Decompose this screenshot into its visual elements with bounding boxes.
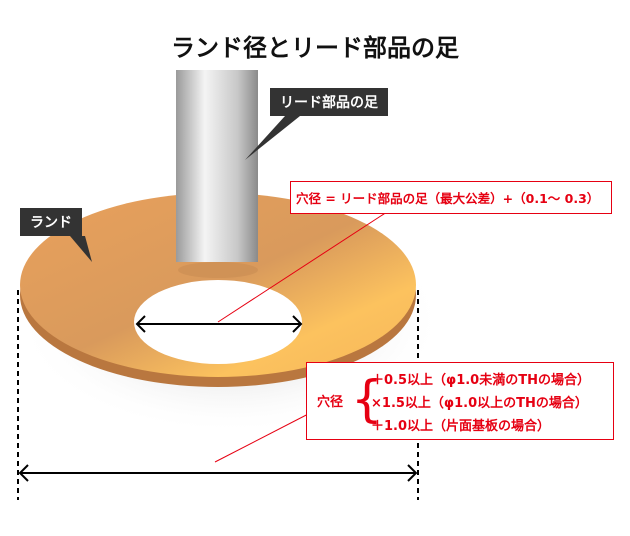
land-label-pointer	[70, 236, 92, 262]
lead-label-pointer	[245, 116, 300, 160]
brace: {	[351, 370, 383, 428]
hole-formula-box: 穴径 = リード部品の足（最大公差）+（0.1〜 0.3）	[290, 181, 612, 214]
hole-rules-box: 穴径 { ＋0.5以上（φ1.0未満のTHの場合） ×1.5以上（φ1.0以上の…	[306, 362, 614, 440]
land-label: ランド	[20, 208, 82, 236]
hole-leader-line	[217, 209, 391, 323]
page-title: ランド径とリード部品の足	[171, 34, 459, 62]
land-dimension-arrow	[18, 464, 418, 482]
rule-leader-line	[214, 409, 317, 463]
rule-item: ＋1.0以上（片面基板の場合）	[371, 419, 551, 434]
hole-rules-label: 穴径	[317, 395, 344, 410]
pin-shadow	[178, 262, 258, 278]
hole-dimension-arrow	[135, 315, 303, 333]
rule-item: ×1.5以上（φ1.0以上のTHの場合）	[371, 396, 588, 411]
lead-label: リード部品の足	[270, 88, 388, 116]
rule-item: ＋0.5以上（φ1.0未満のTHの場合）	[371, 373, 590, 388]
lead-pin	[176, 70, 258, 262]
